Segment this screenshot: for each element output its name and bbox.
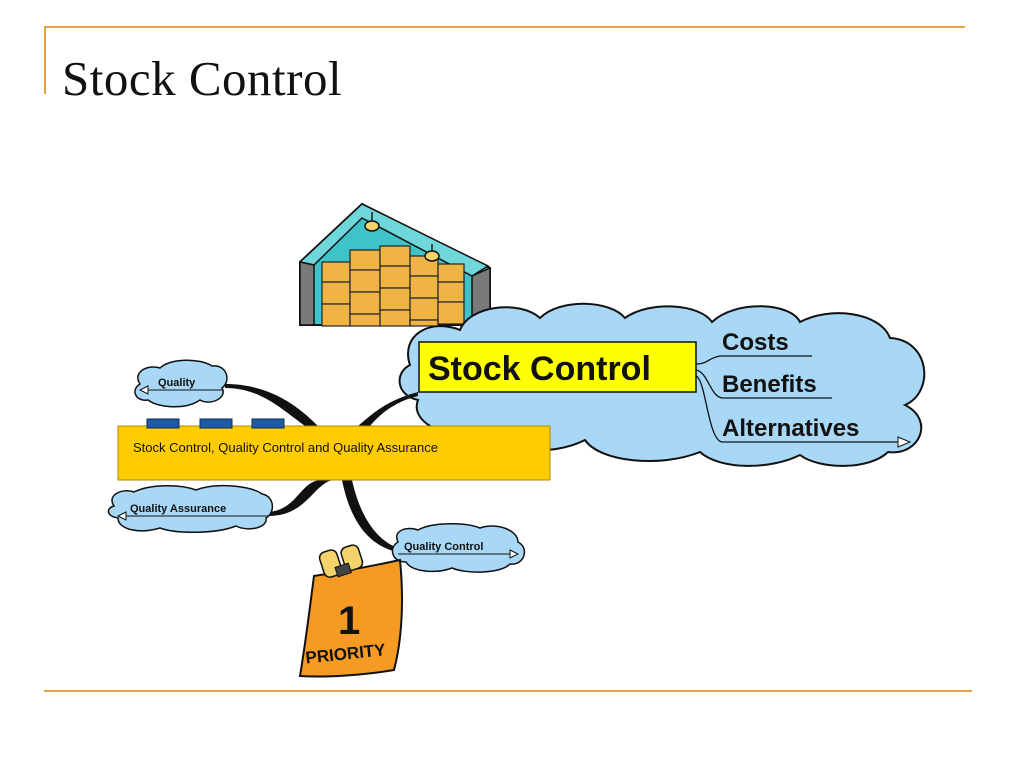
central-topic[interactable]: Stock Control, Quality Control and Quali… [117, 418, 551, 481]
title-accent-horizontal [44, 26, 965, 28]
title-accent-vertical [44, 26, 46, 94]
priority-number: 1 [338, 599, 360, 643]
quality-node[interactable]: Quality [134, 359, 228, 408]
quality-control-node[interactable]: Quality Control [391, 522, 526, 573]
warehouse-icon [298, 202, 491, 327]
quality-control-label: Quality Control [404, 541, 483, 553]
priority-pin-icon: 1 PRIORITY [298, 544, 403, 678]
branch-costs: Costs [722, 329, 789, 356]
slide-title: Stock Control [62, 51, 343, 106]
quality-assurance-label: Quality Assurance [130, 503, 226, 515]
branch-benefits: Benefits [722, 371, 817, 398]
branch-alternatives: Alternatives [722, 415, 859, 442]
central-topic-label: Stock Control, Quality Control and Quali… [133, 440, 438, 455]
stock-control-cloud: Stock Control Costs Benefits Alternative… [398, 302, 926, 467]
quality-assurance-node[interactable]: Quality Assurance [107, 484, 274, 534]
connector-lines [225, 384, 418, 552]
stock-control-highlight [418, 341, 697, 393]
stock-control-label: Stock Control [428, 350, 651, 388]
footer-rule [44, 690, 972, 692]
quality-label: Quality [158, 377, 196, 389]
